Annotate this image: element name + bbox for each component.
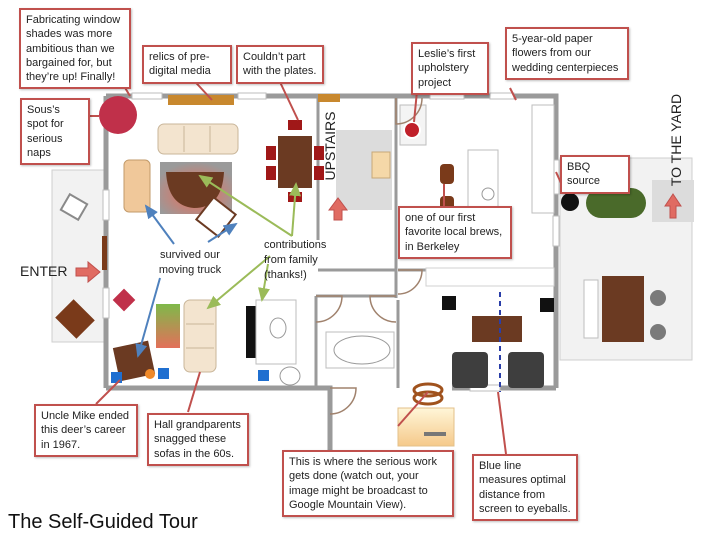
desk-keyboard [424, 432, 446, 436]
yard-bench [583, 279, 599, 339]
office-coil [412, 382, 444, 406]
armchair-1 [452, 352, 488, 388]
callout-window-shades: Fabricating window shades was more ambit… [19, 8, 131, 90]
callout-paper-flowers: 5-year-old paper flowers from our weddin… [505, 27, 629, 80]
green-pointer-arrows [198, 174, 302, 310]
front-door [102, 236, 107, 270]
media-shelf [425, 267, 555, 287]
orange-ball [145, 369, 155, 379]
blue-block [158, 368, 169, 379]
callout-grandparents: Hall grandparents snagged these sofas in… [147, 413, 249, 466]
speaker-right [540, 298, 554, 312]
callout-brews: one of our first favorite local brews, i… [398, 206, 512, 259]
bbq-grill [561, 193, 579, 211]
callout-relics: relics of pre-digital media [142, 45, 232, 84]
sofa-bottom [183, 299, 217, 373]
windows [102, 92, 560, 392]
upstairs-arrow [328, 197, 348, 221]
stool-1 [440, 164, 454, 184]
callout-plates: Couldn’t part with the plates. [236, 45, 324, 84]
upholstered-stool [403, 121, 421, 139]
yard-stool-2 [650, 324, 666, 340]
dining-window [318, 94, 340, 102]
bath-cube [258, 370, 269, 381]
callout-sous: Sous’s spot for serious naps [20, 98, 90, 166]
blue-cube [111, 372, 122, 383]
fridge [531, 104, 555, 214]
bath-sink [269, 317, 287, 339]
ottoman [99, 96, 137, 134]
speaker-left [442, 296, 456, 310]
kitchen-counter [467, 149, 499, 209]
callout-blue-line: Blue line measures optimal distance from… [472, 454, 578, 522]
yard-arrow [664, 193, 682, 219]
tv-console [472, 316, 522, 342]
callout-bbq: BBQ source [560, 155, 630, 194]
to-yard-label: TO THE YARD [668, 93, 684, 187]
contributions-label: contributions from family (thanks!) [264, 239, 327, 281]
callout-uncle-mike: Uncle Mike ended this deer’s career in 1… [34, 404, 138, 457]
callout-upholstery: Leslie’s first upholstery project [411, 42, 489, 95]
kitchen-sink [481, 187, 495, 201]
enter-label: ENTER [20, 263, 68, 279]
porch-chair [59, 192, 89, 222]
desk-lamp-glow [397, 407, 455, 447]
media-console [168, 95, 234, 105]
tub-basin [333, 335, 391, 365]
blue-pointer-arrows [135, 204, 238, 358]
callout-serious-work: This is where the serious work gets done… [282, 450, 454, 518]
armchair-2 [508, 352, 544, 388]
porch-rug [55, 299, 95, 339]
toilet [279, 366, 301, 386]
armchair-left [123, 159, 151, 213]
survived-label: survived our moving truck [158, 249, 222, 276]
bbq-cart [586, 188, 646, 218]
tour-title: The Self-Guided Tour [8, 511, 198, 533]
stair-cabinet [371, 151, 391, 179]
yard-table [602, 276, 644, 342]
yard-stool-1 [650, 290, 666, 306]
upstairs-label: UPSTAIRS [322, 111, 338, 181]
enter-arrow [75, 260, 101, 284]
side-cabinet [156, 304, 180, 348]
vanity [246, 306, 256, 358]
door-swings [315, 97, 423, 415]
sofa-top [157, 123, 239, 155]
entry-stool [112, 288, 136, 312]
